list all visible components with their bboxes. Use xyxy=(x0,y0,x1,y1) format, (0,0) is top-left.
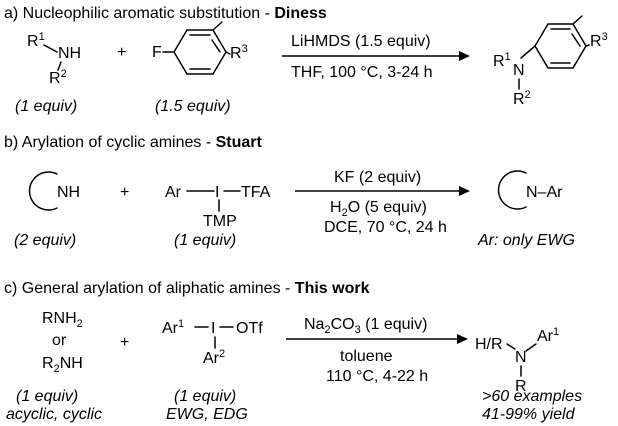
svg-text:RNH2: RNH2 xyxy=(42,310,83,330)
svg-text:Ar: Ar xyxy=(165,184,182,201)
svg-text:NH: NH xyxy=(58,45,81,62)
svg-text:Ar1: Ar1 xyxy=(537,326,559,345)
section-c-product: H/R N Ar1 R xyxy=(475,326,559,395)
svg-text:R2NH: R2NH xyxy=(42,355,83,375)
section-a-conditions-top: LiHMDS (1.5 equiv) xyxy=(291,33,431,50)
svg-text:R1: R1 xyxy=(493,51,511,70)
svg-text:R3: R3 xyxy=(230,43,248,62)
section-b-product: N–Ar xyxy=(497,170,563,210)
svg-text:TMP: TMP xyxy=(203,213,237,230)
section-a-amine: R1 NH R2 xyxy=(27,31,81,87)
section-a-heading: a) Nucleophilic aromatic substitution - … xyxy=(4,5,327,22)
section-c-conditions-bottom: 110 °C, 4-22 h xyxy=(326,368,428,385)
section-b: b) Arylation of cyclic amines - Stuart N… xyxy=(4,134,575,249)
svg-text:NH: NH xyxy=(57,184,80,201)
section-c-result-yield: 41-99% yield xyxy=(482,406,576,423)
svg-text:N–Ar: N–Ar xyxy=(526,184,563,201)
section-b-cyclic-amine: NH xyxy=(28,171,80,211)
section-c-conditions-mid: toluene xyxy=(340,348,393,365)
section-b-iodonium-reagent: Ar I TFA TMP xyxy=(165,184,271,230)
section-c-arrow xyxy=(286,334,468,344)
svg-text:R2: R2 xyxy=(513,89,531,108)
section-c-iodonium-reagent: Ar1 I OTf Ar2 xyxy=(162,318,263,367)
section-a-arrow xyxy=(282,51,470,61)
section-a-fluoroarene: F R3 xyxy=(152,21,248,75)
svg-text:H/R: H/R xyxy=(475,336,503,353)
svg-text:R3: R3 xyxy=(590,31,608,50)
svg-text:Ar2: Ar2 xyxy=(203,348,225,367)
svg-text:N: N xyxy=(515,349,527,366)
svg-text:I: I xyxy=(215,184,219,201)
section-b-equiv-reagent: (1 equiv) xyxy=(174,232,236,249)
svg-text:R2: R2 xyxy=(49,68,67,87)
section-c-equiv-reagent: (1 equiv) xyxy=(174,388,236,405)
section-a-equiv-amine: (1 equiv) xyxy=(15,98,77,115)
svg-text:N: N xyxy=(513,62,525,79)
section-c-conditions-top: Na2CO3 (1 equiv) xyxy=(304,316,427,336)
section-c-plus: + xyxy=(120,334,129,351)
svg-text:Ar1: Ar1 xyxy=(162,318,184,337)
section-b-plus: + xyxy=(120,184,129,201)
section-b-equiv-amine: (2 equiv) xyxy=(14,232,76,249)
section-c-scope-reagent: EWG, EDG xyxy=(166,406,248,423)
section-a-product: R3 R1 N R2 xyxy=(493,15,608,108)
section-c-result-examples: >60 examples xyxy=(482,388,582,405)
svg-text:I: I xyxy=(211,320,215,337)
svg-text:OTf: OTf xyxy=(236,320,263,337)
section-a-equiv-arene: (1.5 equiv) xyxy=(155,98,231,115)
section-c-amines: RNH2 or R2NH xyxy=(42,310,83,375)
svg-text:or: or xyxy=(52,332,67,349)
section-b-arrow xyxy=(295,186,470,196)
svg-text:R1: R1 xyxy=(27,31,45,50)
svg-text:F: F xyxy=(152,44,162,61)
section-b-conditions-mid: H2O (5 equiv) xyxy=(330,199,427,219)
section-a-conditions-bottom: THF, 100 °C, 3-24 h xyxy=(291,64,433,81)
section-b-heading: b) Arylation of cyclic amines - Stuart xyxy=(4,134,263,151)
section-c: c) General arylation of aliphatic amines… xyxy=(4,280,582,423)
section-b-conditions-top: KF (2 equiv) xyxy=(334,169,421,186)
svg-text:R: R xyxy=(515,378,527,395)
section-c-heading: c) General arylation of aliphatic amines… xyxy=(4,280,370,297)
svg-text:TFA: TFA xyxy=(241,184,271,201)
section-a-plus: + xyxy=(117,44,126,61)
section-b-conditions-bottom: DCE, 70 °C, 24 h xyxy=(324,219,447,236)
section-a: a) Nucleophilic aromatic substitution - … xyxy=(4,5,608,115)
section-b-product-note: Ar: only EWG xyxy=(477,232,575,249)
section-c-equiv-amine: (1 equiv) xyxy=(16,388,78,405)
section-c-scope-amine: acyclic, cyclic xyxy=(6,406,102,423)
